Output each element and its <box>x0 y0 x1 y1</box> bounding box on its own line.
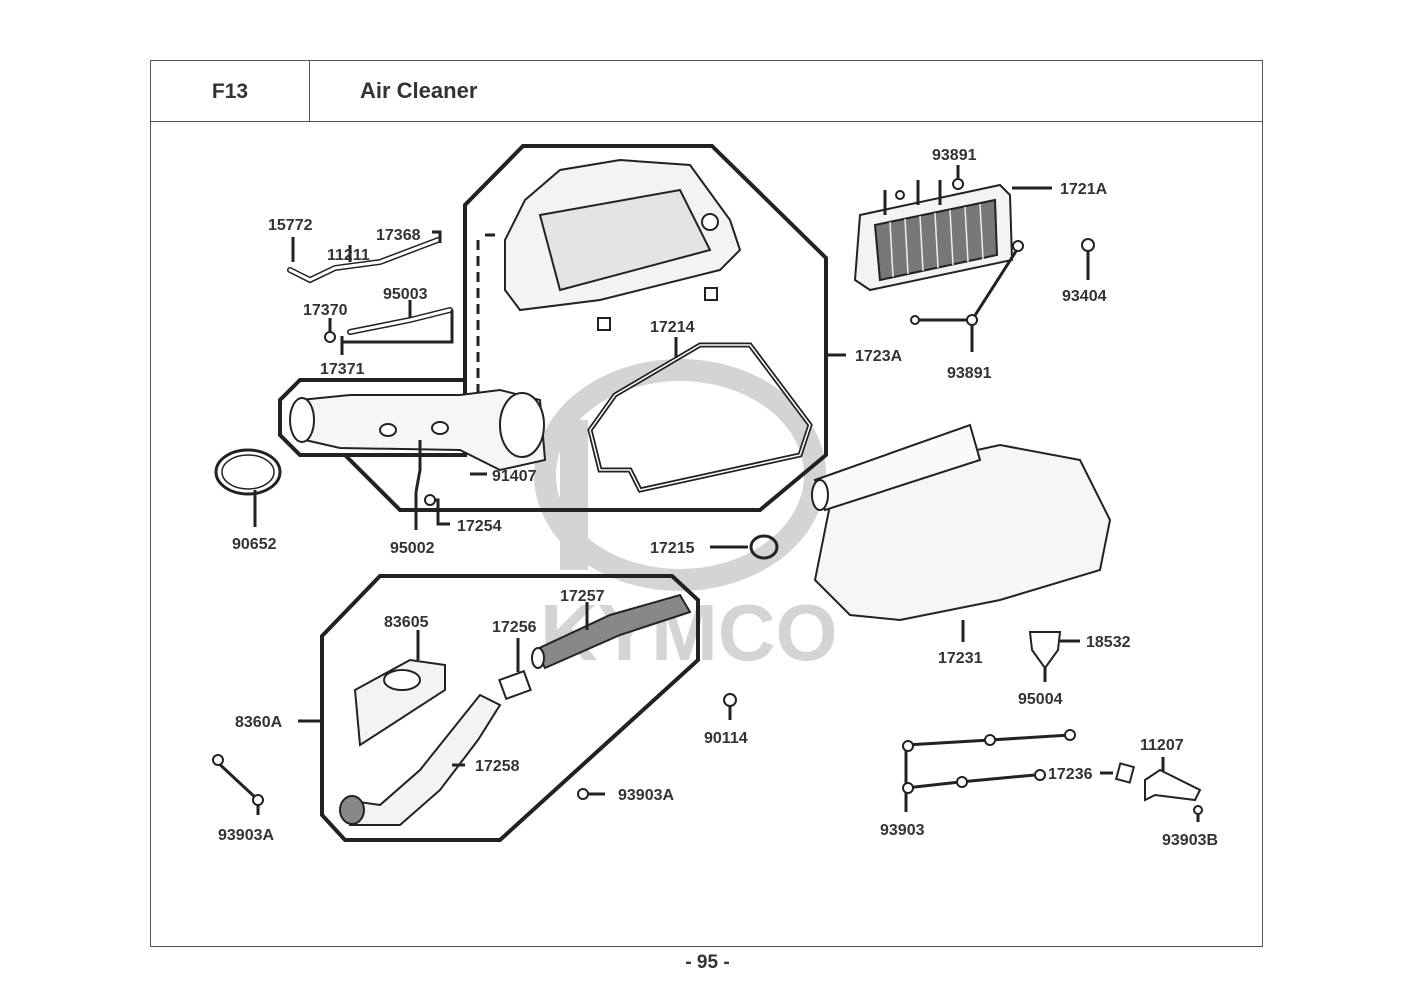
group-1723A-outline <box>340 144 828 512</box>
sleeve-17256 <box>498 669 532 701</box>
nut-17236 <box>1114 762 1136 784</box>
part-label: 93891 <box>947 365 992 382</box>
drain-plug <box>1028 631 1062 670</box>
part-label: 93903A <box>218 827 274 844</box>
group-outlines <box>278 144 828 842</box>
part-label: 95002 <box>390 540 435 557</box>
page-number: - 95 - <box>685 952 730 973</box>
part-label: 93903 <box>880 822 925 839</box>
air-filter-element <box>853 183 1014 292</box>
part-label: 1723A <box>855 348 903 365</box>
airbox-cover <box>811 423 1112 622</box>
screws <box>212 178 1203 815</box>
part-label: 17256 <box>492 619 537 636</box>
group-snorkel-outline <box>278 378 467 457</box>
corrugated-hose <box>531 593 692 670</box>
part-label: 17254 <box>457 518 502 535</box>
page-title: Air Cleaner <box>360 78 478 103</box>
diagram-frame <box>150 60 1263 947</box>
kymco-watermark: KYMCO <box>534 359 838 677</box>
clamp-90652 <box>214 448 282 496</box>
part-label: 17231 <box>938 650 983 667</box>
leader-lines <box>213 165 1200 822</box>
header-divider <box>150 121 1263 122</box>
part-label: 1721A <box>1060 181 1108 198</box>
part-label: 8360A <box>235 714 283 731</box>
part-label: 90652 <box>232 536 277 553</box>
part-label: 90114 <box>704 730 748 747</box>
filter-pleats <box>889 203 984 278</box>
part-label: 93404 <box>1062 288 1107 305</box>
part-label: 17370 <box>303 302 348 319</box>
part-label: 17214 <box>650 319 695 336</box>
part-label: 11207 <box>1140 737 1184 754</box>
section-code: F13 <box>150 60 310 122</box>
part-label: 95003 <box>383 286 428 303</box>
part-label: 93903B <box>1162 832 1218 849</box>
part-label: 95004 <box>1018 691 1063 708</box>
part-label: 17215 <box>650 540 695 557</box>
part-label: 17371 <box>320 361 365 378</box>
part-label: 15772 <box>268 217 313 234</box>
bracket-11207 <box>1144 768 1202 802</box>
airbox-case <box>504 158 742 331</box>
part-label: 93891 <box>932 147 977 164</box>
part-label: 17258 <box>475 758 520 775</box>
clip-17215 <box>749 534 779 560</box>
part-label: 18532 <box>1086 634 1131 651</box>
part-label: 93903A <box>618 787 674 804</box>
part-label: 17368 <box>376 227 421 244</box>
part-labels: 15772 11211 17368 17370 95003 17371 9065… <box>218 147 1218 849</box>
part-label: 17257 <box>560 588 605 605</box>
part-label: 83605 <box>384 614 429 631</box>
part-label: 17236 <box>1048 766 1093 783</box>
intake-pipe-17258 <box>343 693 502 826</box>
intake-duct <box>289 388 547 472</box>
group-8360A-outline <box>320 574 700 842</box>
gasket-17214 <box>587 342 813 493</box>
part-label: 11211 <box>327 247 370 264</box>
bracket-83605 <box>353 658 446 747</box>
part-label: 91407 <box>492 468 537 485</box>
